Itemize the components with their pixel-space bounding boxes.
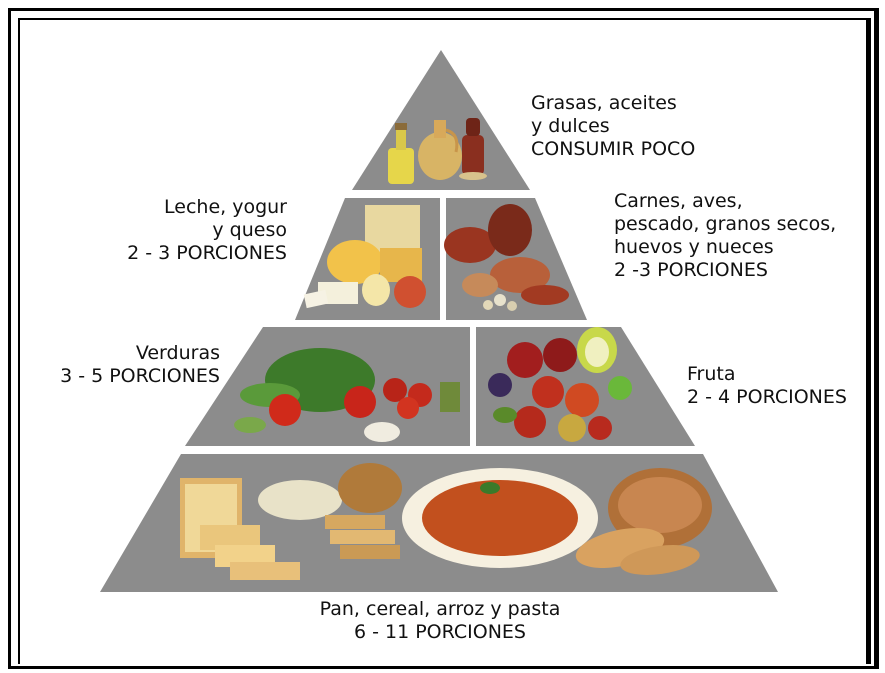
bread-pasta-icon <box>180 463 712 580</box>
label-protein-line3: huevos y nueces <box>614 236 774 258</box>
label-protein-line4: 2 -3 PORCIONES <box>614 259 768 281</box>
label-vegetables-line2: 3 - 5 PORCIONES <box>60 365 220 387</box>
inner-frame <box>18 18 871 664</box>
oil-bottles-icon <box>388 118 487 184</box>
label-dairy-line1: Leche, yogur <box>164 196 287 218</box>
label-fats-line3: CONSUMIR POCO <box>531 138 696 160</box>
label-protein-line1: Carnes, aves, <box>614 190 743 212</box>
meat-icon <box>444 204 569 311</box>
label-grains: Pan, cereal, arroz y pasta 6 - 11 PORCIO… <box>240 598 640 644</box>
label-dairy-line2: y queso <box>212 219 287 241</box>
fruit-icon <box>488 327 632 442</box>
label-fruit-line1: Fruta <box>687 363 736 385</box>
label-dairy: Leche, yogur y queso 2 - 3 PORCIONES <box>127 196 287 265</box>
vegetables-icon <box>234 348 460 442</box>
label-fats-line2: y dulces <box>531 115 610 137</box>
label-vegetables-line1: Verduras <box>135 342 220 364</box>
label-protein-line2: pescado, granos secos, <box>614 213 837 235</box>
label-fats-line1: Grasas, aceites <box>531 92 677 114</box>
outer-frame <box>8 8 879 669</box>
label-protein: Carnes, aves, pescado, granos secos, hue… <box>614 190 836 282</box>
label-dairy-line3: 2 - 3 PORCIONES <box>127 242 287 264</box>
label-fruit-line2: 2 - 4 PORCIONES <box>687 386 847 408</box>
label-fats: Grasas, aceites y dulces CONSUMIR POCO <box>531 92 695 161</box>
label-grains-line2: 6 - 11 PORCIONES <box>353 621 526 643</box>
label-vegetables: Verduras 3 - 5 PORCIONES <box>60 342 220 388</box>
label-fruit: Fruta 2 - 4 PORCIONES <box>687 363 847 409</box>
label-grains-line1: Pan, cereal, arroz y pasta <box>319 598 561 620</box>
cheese-icon <box>303 205 426 309</box>
